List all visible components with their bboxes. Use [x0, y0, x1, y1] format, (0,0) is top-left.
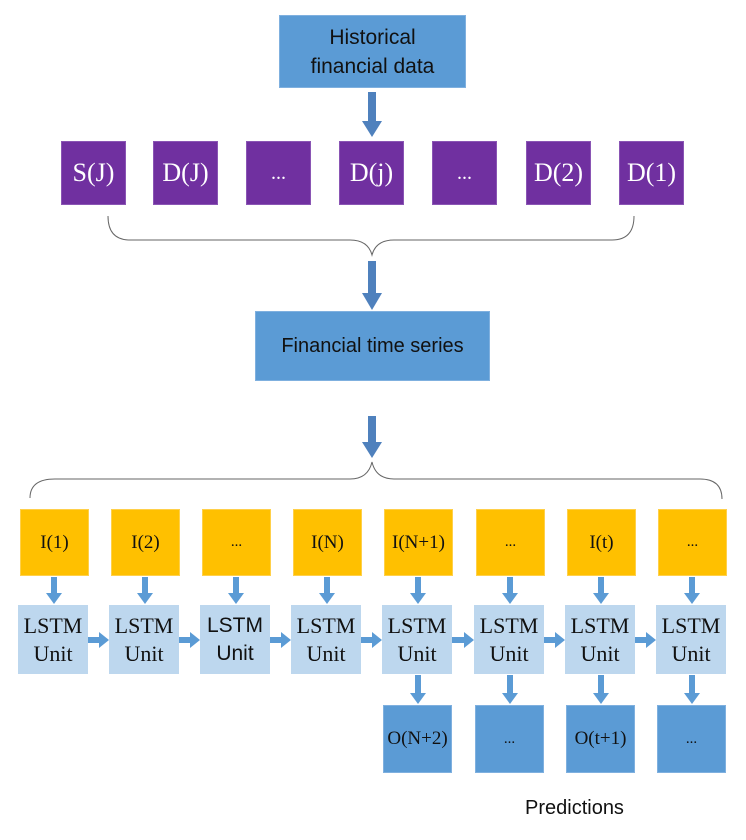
lstm-unit-line-2: Unit: [671, 640, 711, 666]
arrow-input-to-lstm: [319, 577, 335, 604]
output-label: ...: [503, 730, 516, 747]
lstm-unit-box: LSTM Unit: [200, 605, 270, 674]
lstm-unit-line-2: Unit: [397, 640, 437, 666]
historical-data-box: Historical financial data: [279, 15, 466, 88]
arrow-lstm-to-lstm: [270, 632, 291, 648]
input-label: ...: [686, 534, 699, 550]
component-label: ...: [457, 161, 472, 184]
lstm-unit-line-2: Unit: [33, 640, 73, 666]
output-label: O(t+1): [574, 728, 627, 749]
arrow-to-series: [362, 261, 382, 310]
component-label: ...: [271, 161, 286, 184]
arrow-input-to-lstm: [228, 577, 244, 604]
arrow-lstm-to-lstm: [544, 632, 565, 648]
component-box: D(j): [339, 141, 404, 205]
lstm-unit-line-1: LSTM: [206, 613, 263, 637]
input-label: I(t): [589, 531, 614, 553]
arrow-lstm-to-lstm: [88, 632, 109, 648]
input-label: I(N+1): [392, 531, 445, 553]
arrow-input-to-lstm: [410, 577, 426, 604]
component-box: D(J): [153, 141, 218, 205]
output-label: O(N+2): [387, 728, 448, 749]
arrow-lstm-to-lstm: [361, 632, 382, 648]
input-box: I(1): [20, 509, 89, 576]
component-box: S(J): [61, 141, 126, 205]
arrow-input-to-lstm: [502, 577, 518, 604]
component-label: D(j): [349, 158, 394, 187]
component-label: D(2): [533, 158, 584, 187]
input-box: I(N+1): [384, 509, 453, 576]
output-box: O(N+2): [383, 705, 452, 773]
component-label: D(J): [162, 158, 209, 187]
output-box: ...: [657, 705, 726, 773]
input-box: ...: [202, 509, 271, 576]
component-box: D(2): [526, 141, 591, 205]
lstm-unit-line-1: LSTM: [661, 612, 721, 638]
lstm-unit-line-1: LSTM: [114, 612, 174, 638]
component-box: ...: [432, 141, 497, 205]
output-box: O(t+1): [566, 705, 635, 773]
financial-time-series-label: Financial time series: [281, 334, 464, 357]
lstm-unit-line-2: Unit: [580, 640, 620, 666]
arrow-lstm-to-output: [502, 675, 518, 704]
input-label: ...: [504, 534, 517, 550]
input-box: I(N): [293, 509, 362, 576]
input-box: I(2): [111, 509, 180, 576]
input-label: I(N): [311, 531, 344, 553]
lstm-unit-line-2: Unit: [124, 640, 164, 666]
lstm-unit-line-1: LSTM: [570, 612, 630, 638]
arrow-input-to-lstm: [593, 577, 609, 604]
arrow-lstm-to-lstm: [635, 632, 656, 648]
brace-components: [107, 215, 635, 257]
input-label: ...: [230, 534, 243, 550]
arrow-lstm-to-lstm: [179, 632, 200, 648]
arrow-input-to-lstm: [46, 577, 62, 604]
lstm-unit-line-2: Unit: [489, 640, 529, 666]
component-box: D(1): [619, 141, 684, 205]
input-label: I(2): [131, 531, 160, 553]
input-label: I(1): [40, 531, 69, 553]
arrow-lstm-to-output: [593, 675, 609, 704]
arrow-lstm-to-lstm: [452, 632, 474, 648]
input-box: ...: [476, 509, 545, 576]
historical-data-line-1: Historical: [329, 25, 416, 49]
component-label: S(J): [72, 158, 115, 187]
input-box: I(t): [567, 509, 636, 576]
output-label: ...: [685, 730, 698, 747]
lstm-unit-line-1: LSTM: [296, 612, 356, 638]
historical-data-line-2: financial data: [310, 54, 435, 78]
arrow-lstm-to-output: [684, 675, 700, 704]
lstm-unit-line-1: LSTM: [479, 612, 539, 638]
component-label: D(1): [626, 158, 677, 187]
lstm-unit-line-2: Unit: [216, 641, 254, 665]
arrow-lstm-to-output: [410, 675, 426, 704]
arrow-input-to-lstm: [137, 577, 153, 604]
lstm-unit-line-2: Unit: [306, 640, 346, 666]
arrow-source-to-components: [362, 92, 382, 137]
output-box: ...: [475, 705, 544, 773]
brace-inputs: [29, 461, 723, 500]
input-box: ...: [658, 509, 727, 576]
component-box: ...: [246, 141, 311, 205]
lstm-unit-line-1: LSTM: [387, 612, 447, 638]
predictions-label: Predictions: [525, 797, 624, 819]
arrow-from-series: [362, 416, 382, 458]
lstm-unit-line-1: LSTM: [23, 612, 83, 638]
arrow-input-to-lstm: [684, 577, 700, 604]
financial-time-series-box: Financial time series: [255, 311, 490, 381]
